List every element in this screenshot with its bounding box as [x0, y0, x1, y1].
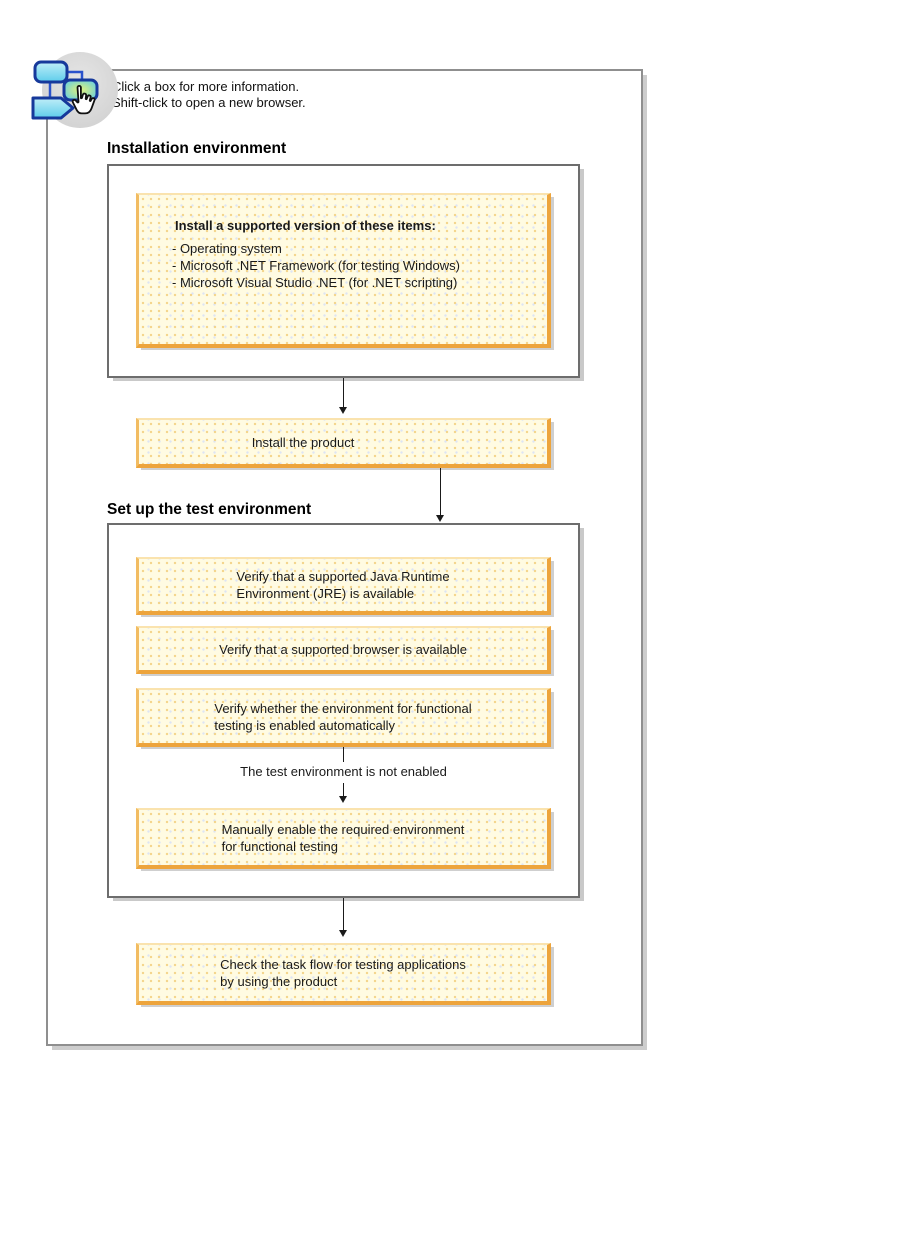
box-install-the-product[interactable]: Install the product	[136, 418, 551, 468]
instruction-line-1: Click a box for more information.	[112, 79, 300, 94]
section-heading-setup-test-environment: Set up the test environment	[107, 501, 312, 518]
instruction-line-2: Shift-click to open a new browser.	[112, 95, 306, 110]
box-verify-browser[interactable]: Verify that a supported browser is avail…	[136, 626, 551, 674]
box-verify-functional-enablement[interactable]: Verify whether the environment for funct…	[136, 688, 551, 747]
prerequisites-items: - Operating system - Microsoft .NET Fram…	[172, 241, 460, 290]
hand-cursor-icon	[71, 84, 96, 115]
box-manually-enable-environment[interactable]: Manually enable the required environment…	[136, 808, 551, 869]
box-check-task-flow[interactable]: Check the task flow for testing applicat…	[136, 943, 551, 1005]
box-verify-jre[interactable]: Verify that a supported Java Runtime Env…	[136, 557, 551, 615]
install-product-label: Install the product	[251, 434, 355, 450]
prerequisites-title: Install a supported version of these ite…	[175, 218, 436, 233]
manual-enable-label: Manually enable the required environment…	[221, 821, 465, 854]
check-taskflow-label: Check the task flow for testing applicat…	[220, 957, 466, 989]
icon-connector-line	[67, 70, 84, 81]
verify-functional-label: Verify whether the environment for funct…	[214, 700, 472, 733]
instruction-text: Click a box for more information. Shift-…	[112, 79, 306, 111]
arrow-to-check-taskflow	[339, 898, 347, 937]
section-heading-installation-environment: Installation environment	[107, 140, 287, 157]
arrow-to-setup-section	[436, 468, 444, 522]
box-install-prerequisites[interactable]: Install a supported version of these ite…	[136, 193, 551, 348]
arrow-to-install-product	[339, 378, 347, 414]
arrow-to-manual-enable	[339, 783, 347, 803]
verify-jre-label: Verify that a supported Java Runtime Env…	[236, 569, 450, 601]
verify-browser-label: Verify that a supported browser is avail…	[219, 641, 467, 657]
icon-flow-arrow-node	[31, 96, 75, 120]
clickable-flowchart-hand-icon	[31, 52, 118, 128]
not-enabled-connector-label: The test environment is not enabled	[240, 764, 447, 779]
icon-flow-node	[33, 60, 69, 84]
connector-stub-line	[343, 747, 344, 762]
